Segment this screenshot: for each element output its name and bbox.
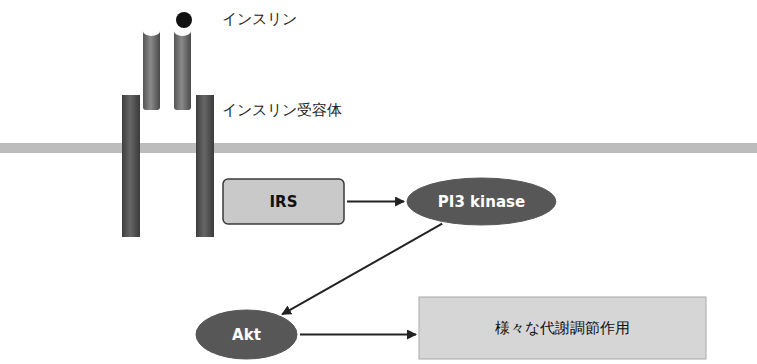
node-text: PI3 kinase: [438, 193, 525, 211]
node-text: IRS: [270, 193, 298, 211]
signal-arrow: [347, 201, 404, 203]
insulin-dot: [176, 12, 192, 28]
cell-membrane: [0, 143, 757, 153]
process-box: IRS: [222, 178, 345, 225]
signal-arrow: [300, 334, 416, 336]
part-label: インスリン: [222, 10, 297, 29]
effect-box: 様々な代謝調節作用: [418, 296, 707, 360]
receptor-symbol: [122, 26, 214, 237]
part-label: インスリン受容体: [222, 101, 342, 120]
enzyme-ellipse: PI3 kinase: [406, 177, 557, 226]
signal-arrow: [282, 224, 442, 315]
node-text: 様々な代謝調節作用: [495, 319, 630, 338]
node-text: Akt: [232, 326, 261, 344]
kinase-ellipse: Akt: [195, 309, 298, 360]
